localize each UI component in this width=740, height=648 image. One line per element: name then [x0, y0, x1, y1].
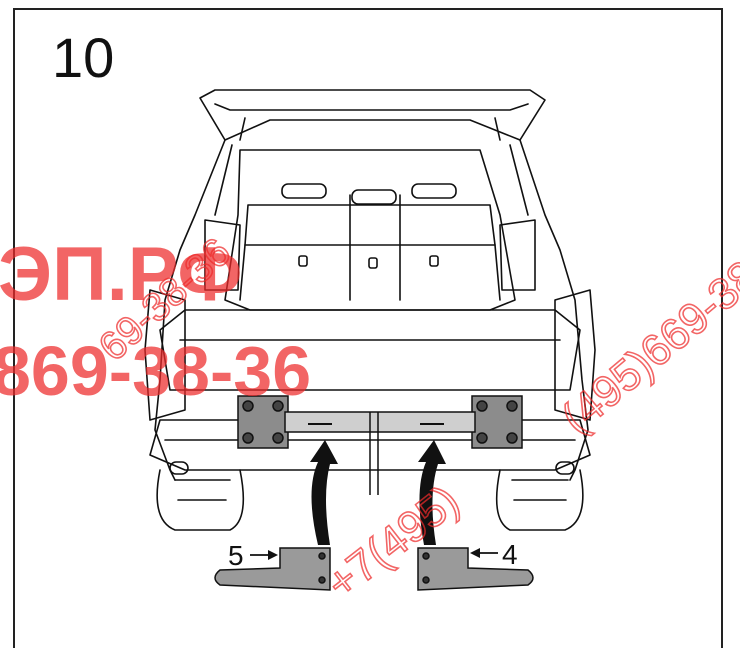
taillight-left — [144, 289, 186, 421]
watermark-line1: ЭП.РФ — [0, 232, 242, 317]
insert-arrows — [310, 440, 446, 545]
callout-arrows — [250, 548, 498, 560]
rear-seat — [244, 204, 496, 246]
callout-label-4: 4 — [502, 539, 518, 570]
headrest-right — [411, 183, 457, 199]
wheel-left — [156, 469, 245, 531]
diagram-frame — [13, 8, 723, 648]
callout-label-5: 5 — [228, 540, 244, 571]
arrow-right — [418, 440, 446, 545]
watermark-line2: 869-38-36 — [0, 332, 311, 410]
headrest-left — [281, 183, 327, 199]
step-number: 10 — [52, 26, 115, 89]
tow-bar-crossmember — [237, 395, 523, 495]
trunk-opening — [224, 149, 516, 311]
watermark-diag-right: (495)669-38-3 — [552, 226, 740, 443]
bracket-part-5 — [214, 547, 331, 591]
rear-bumper — [149, 419, 591, 471]
bracket-part-4 — [417, 547, 534, 591]
headrest-center — [351, 189, 397, 205]
wheel-right — [495, 469, 584, 531]
taillight-right — [554, 289, 596, 421]
arrow-left — [310, 440, 338, 545]
tailgate — [199, 89, 546, 141]
